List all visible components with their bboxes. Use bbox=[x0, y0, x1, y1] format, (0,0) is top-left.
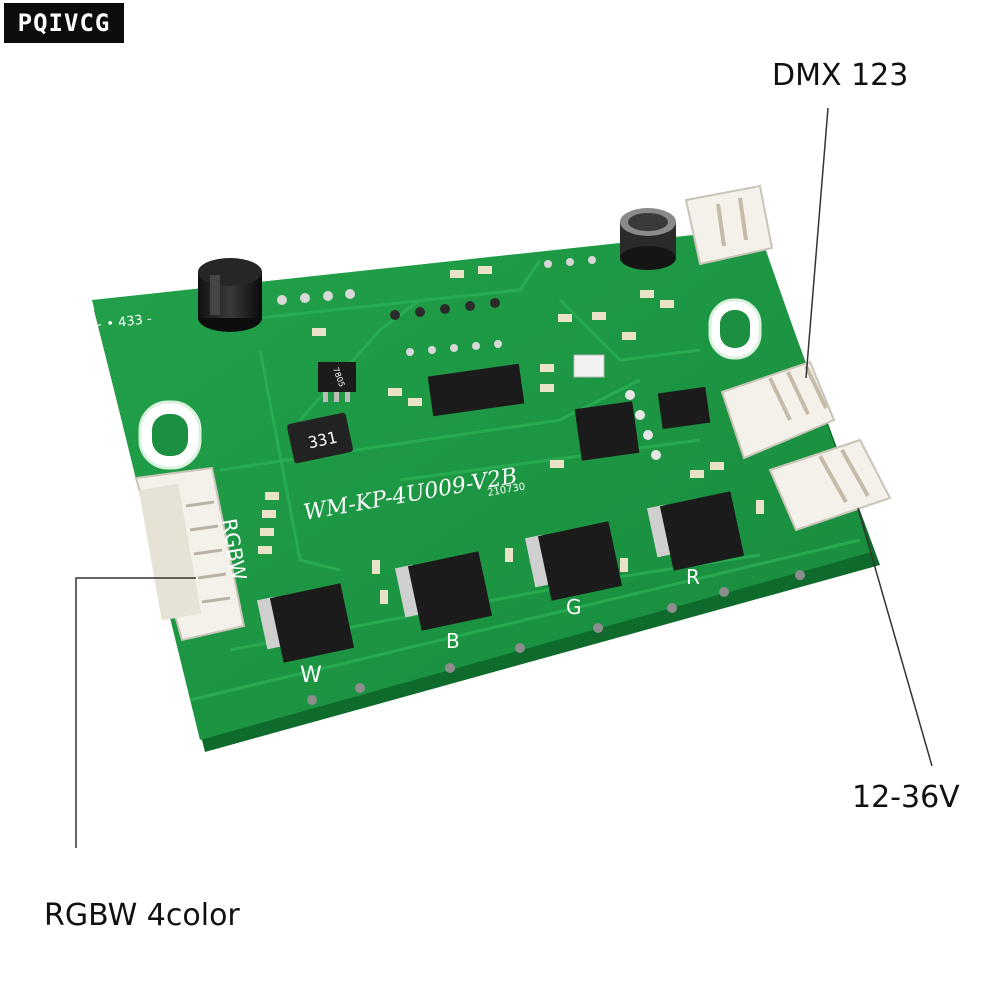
resistor-331: 331 bbox=[287, 412, 353, 464]
ic-soic-right bbox=[657, 386, 711, 430]
pin-header-jp7 bbox=[277, 289, 355, 305]
dmx-connector bbox=[720, 360, 836, 460]
mounting-slot-left bbox=[138, 400, 202, 470]
regulator-7805 bbox=[318, 362, 356, 402]
rf-433-label: + • 433 - bbox=[91, 312, 153, 334]
channel-label-b: B bbox=[446, 629, 460, 653]
mounting-slot-right bbox=[708, 298, 762, 360]
channel-label-w: W bbox=[300, 663, 322, 688]
rgbw-connector bbox=[134, 466, 246, 642]
mosfet-g bbox=[524, 521, 623, 601]
microphone bbox=[620, 208, 676, 270]
mosfet-r bbox=[646, 491, 745, 571]
solder-joints bbox=[307, 570, 805, 705]
ic-tssop-center bbox=[574, 401, 640, 461]
top-connector bbox=[684, 184, 774, 266]
power-callout-label: 12-36V bbox=[852, 780, 960, 815]
crystal bbox=[573, 354, 605, 378]
smd-components bbox=[258, 266, 764, 604]
channel-label-r: R bbox=[686, 565, 700, 589]
pin-row-jp2 bbox=[625, 390, 661, 460]
ic-soic-main bbox=[427, 363, 525, 417]
callout-lines bbox=[75, 107, 933, 848]
dmx-callout-label: DMX 123 bbox=[772, 58, 909, 93]
pin-row-jp4 bbox=[544, 256, 596, 268]
mosfet-b bbox=[394, 551, 493, 631]
pin-row-center bbox=[406, 340, 502, 356]
mosfet-w bbox=[256, 583, 355, 663]
brand-logo: PQIVCG bbox=[4, 3, 124, 43]
rgbw-callout-label: RGBW 4color bbox=[44, 898, 240, 933]
power-connector bbox=[768, 438, 892, 532]
pin-row-ir bbox=[390, 298, 500, 320]
channel-label-g: G bbox=[566, 595, 582, 619]
capacitor-c13 bbox=[198, 258, 262, 332]
